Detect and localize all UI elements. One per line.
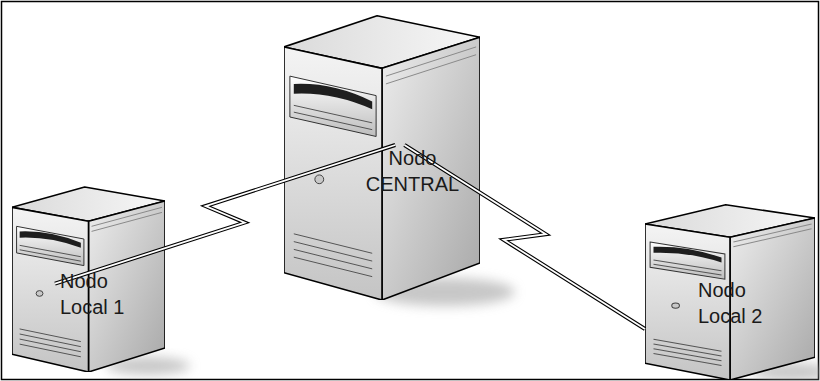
server-node: Nodo Local 1 xyxy=(55,268,140,320)
server-node: Nodo CENTRAL xyxy=(355,145,470,197)
server-tower xyxy=(12,187,165,372)
link-outline xyxy=(55,145,395,284)
server-tower xyxy=(284,16,480,300)
node-label: Nodo Local 1 xyxy=(60,268,140,320)
link-fill xyxy=(404,145,645,329)
lightning-link xyxy=(404,145,645,329)
link-fill xyxy=(55,145,395,284)
link-outline xyxy=(404,145,645,329)
lightning-link xyxy=(55,145,395,284)
server-node: Nodo Local 2 xyxy=(645,277,775,329)
server-tower xyxy=(645,205,815,380)
node-label: Nodo Local 2 xyxy=(698,277,775,329)
node-label: Nodo CENTRAL xyxy=(355,145,470,197)
